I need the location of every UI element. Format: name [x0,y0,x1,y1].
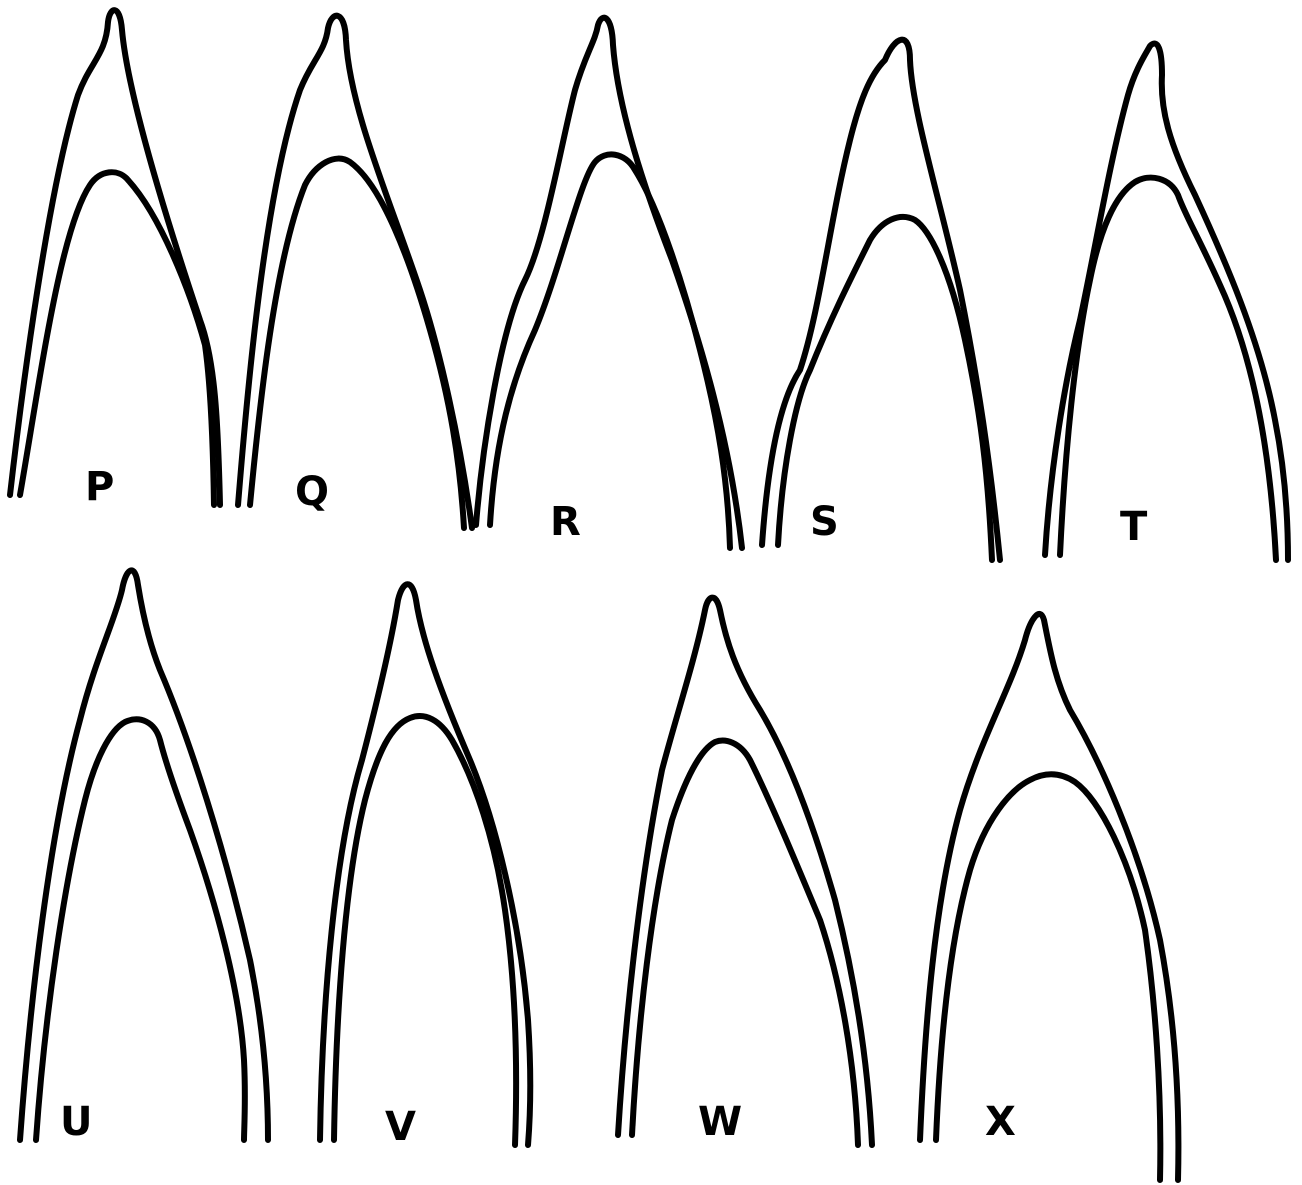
outer-outline-r [476,18,742,548]
panel-label-p: P [85,464,114,510]
panel-t: T [1045,44,1288,560]
panel-s: S [762,40,1000,560]
panel-label-v: V [385,1104,416,1150]
panel-label-r: R [550,499,581,545]
panel-r: R [476,18,742,548]
inner-outline-r [490,154,730,548]
outer-outline-s [762,40,1000,560]
outer-outline-w [618,598,872,1145]
panel-label-q: Q [295,469,329,515]
panel-u: U [20,570,268,1145]
panel-label-t: T [1120,504,1148,550]
panel-x: X [920,614,1178,1180]
outer-outline-q [238,16,472,528]
panel-label-w: W [698,1099,742,1145]
outer-outline-t [1045,44,1288,560]
panel-w: W [618,598,872,1145]
panel-v: V [320,584,530,1150]
panel-q: Q [238,16,472,528]
inner-outline-q [250,159,464,528]
outer-outline-u [20,570,268,1140]
inner-outline-v [334,716,516,1145]
outer-outline-p [10,10,220,505]
inner-outline-t [1060,178,1276,560]
panel-label-x: X [985,1099,1016,1145]
panel-label-u: U [60,1099,92,1145]
panel-label-s: S [810,499,839,545]
panel-p: P [10,10,220,510]
inner-outline-w [632,741,858,1145]
